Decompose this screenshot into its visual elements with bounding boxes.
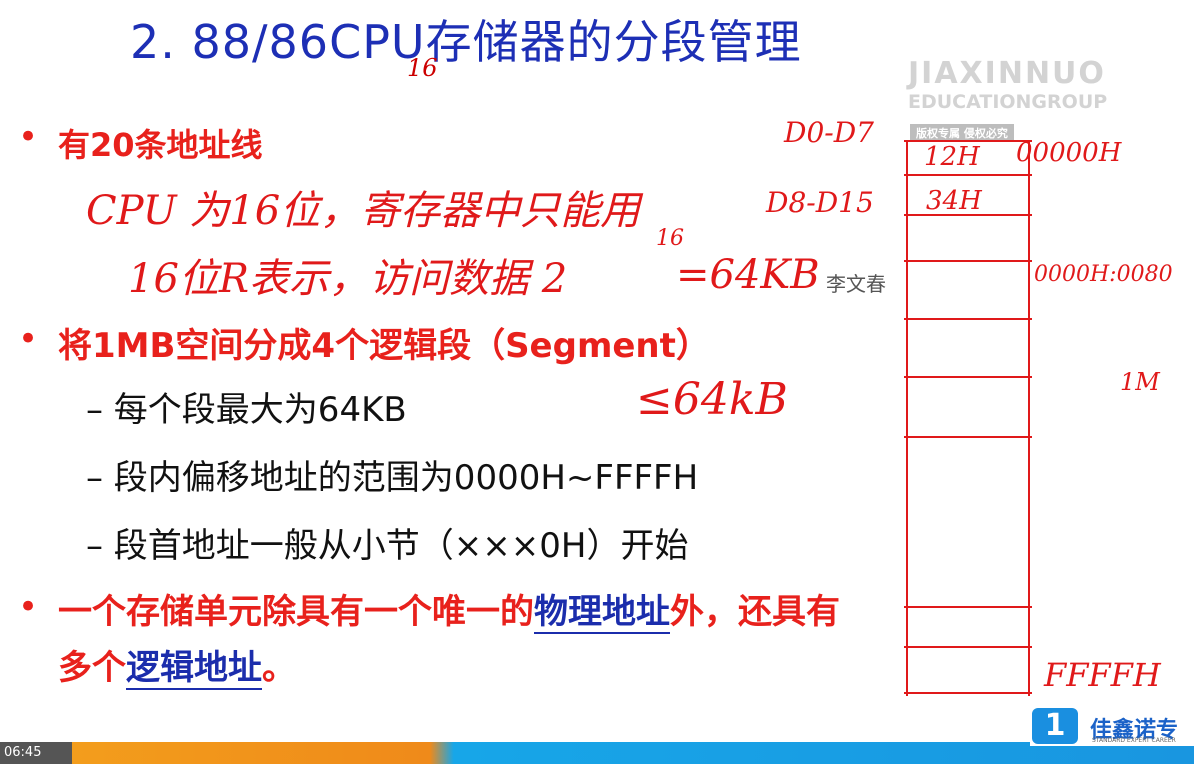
memory-diagram <box>904 140 1032 696</box>
memory-cell-line <box>904 646 1032 648</box>
bullet-2: 将1MB空间分成4个逻辑段（Segment） <box>58 326 710 366</box>
watermark-line2: EDUCATIONGROUP <box>908 91 1108 113</box>
handwriting-result: =64KB <box>676 252 820 298</box>
address-top: 00000H <box>1016 138 1122 168</box>
bullet-3-text-a: 一个存储单元除具有一个唯一的 <box>58 592 534 632</box>
bullet-2-sub-1: – 每个段最大为64KB <box>86 390 407 430</box>
bullet-2-sub-3: – 段首地址一般从小节（×××0H）开始 <box>86 526 689 566</box>
address-bottom: FFFFH <box>1044 656 1161 694</box>
bullet-dot: • <box>18 117 39 157</box>
bullet-dot: • <box>18 319 39 359</box>
memory-cell-line <box>904 214 1032 216</box>
bullet-1: 有20条地址线 <box>58 126 263 164</box>
memory-cell-line <box>904 376 1032 378</box>
brand-logo-text: 佳鑫诺专 <box>1090 718 1179 743</box>
bullet-3-text-d: 。 <box>262 648 296 688</box>
memory-cell-line <box>904 318 1032 320</box>
bullet-3-line-1: 一个存储单元除具有一个唯一的物理地址外，还具有 <box>58 584 840 634</box>
memory-cell-value-2: 34H <box>926 186 982 216</box>
slide-title: 2. 88/86CPU存储器的分段管理 <box>130 15 802 69</box>
handwriting-le-64kb: ≤64kB <box>636 374 788 425</box>
memory-cell-line <box>904 140 1032 142</box>
handwriting-side-note: 1M <box>1120 368 1160 396</box>
logical-address-term: 逻辑地址 <box>126 648 262 690</box>
presenter-name: 李文春 <box>826 272 886 296</box>
data-lines-high: D8-D15 <box>766 186 874 219</box>
address-segment-offset: 0000H:0080 <box>1034 262 1173 287</box>
video-timestamp: 06:45 <box>0 742 72 764</box>
bullet-2-sub-2: – 段内偏移地址的范围为0000H~FFFFH <box>86 458 699 498</box>
watermark-line1: JIAXINNUO <box>908 56 1106 91</box>
bullet-dot: • <box>18 587 39 627</box>
memory-cell-line <box>904 436 1032 438</box>
handwriting-note-2: 16位R表示，访问数据 2 <box>128 256 568 302</box>
memory-cell-value-1: 12H <box>924 142 980 172</box>
handwriting-note-1: CPU 为16位，寄存器中只能用 <box>86 188 641 234</box>
memory-cell-line <box>904 606 1032 608</box>
handwriting-exponent: 16 <box>656 226 684 251</box>
bullet-3-line-2: 多个逻辑地址。 <box>58 640 296 690</box>
brand-logo-icon: 1 <box>1032 708 1078 744</box>
title-annotation: 16 <box>407 54 438 82</box>
physical-address-term: 物理地址 <box>534 592 670 634</box>
memory-cell-line <box>904 174 1032 176</box>
memory-cell-line <box>904 260 1032 262</box>
brand-logo-subtext: STANDARD EXPERT CAREER <box>1092 737 1176 744</box>
video-bottom-bar <box>0 742 1194 764</box>
data-lines-low: D0-D7 <box>784 116 874 149</box>
bullet-3-text-b: 外，还具有 <box>670 592 840 632</box>
bullet-3-text-c: 多个 <box>58 648 126 688</box>
memory-cell-line <box>904 692 1032 694</box>
watermark-line3: 版权专属 侵权必究 <box>910 124 1014 142</box>
